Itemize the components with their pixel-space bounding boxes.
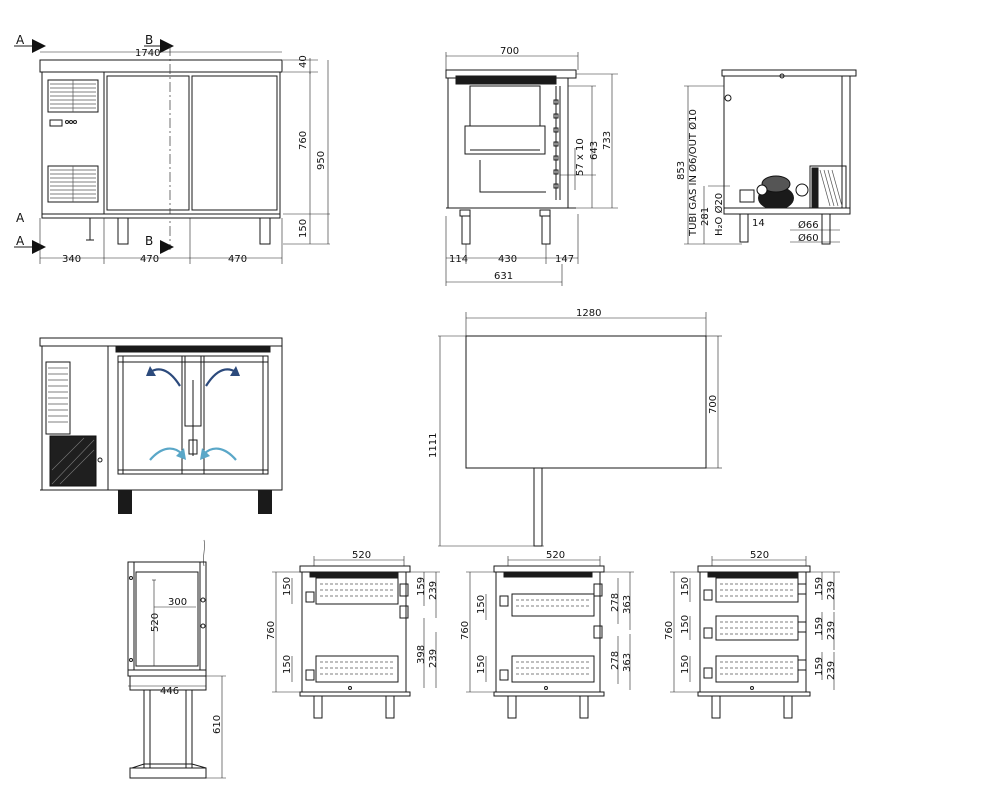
dim-right-4: 239 [826,621,837,640]
dim-left-2: 150 [680,615,691,634]
dim-right-1: 159 [416,577,427,596]
section-marker-a-top: A [14,33,46,53]
dim-total-height: 1111 [428,433,439,458]
gas-pipe-note: TUBI GAS IN Ø6/OUT Ø10 [687,109,699,237]
dim-pan-width: 300 [168,597,187,608]
control-panel [49,119,77,127]
airflow-arrows [146,366,240,461]
dim-top-depth: 700 [708,395,719,414]
front-view: A B [14,33,330,265]
worktop [39,59,283,73]
dim-bottom-2: 470 [140,254,159,265]
dim-right-3: 278 [610,651,621,670]
section-label: A [16,211,25,225]
dim-right-3: 159 [814,617,825,636]
water-pipe-note: H₂O Ø20 [713,193,725,236]
drawer-middle [715,615,799,641]
section-marker-b-bottom: B [145,234,174,254]
dim-body-height: 760 [298,131,309,150]
section-marker-a-bottom: A A [14,211,46,254]
compressor-unit-view: 853 TUBI GAS IN Ø6/OUT Ø10 281 H₂O Ø20 1… [676,69,857,245]
drawer-upper [315,577,399,605]
table-top [465,335,707,469]
dim-total-depth: 631 [494,271,513,282]
side-vent [45,361,71,435]
dim-right-3: 398 [416,645,427,664]
dim-right-2: 239 [826,581,837,600]
leg [118,490,132,514]
dim-outer-height: 733 [602,131,613,150]
dim-left-2: 150 [476,655,487,674]
ventilation-grille-upper [47,79,99,113]
dim-top-thickness: 40 [298,55,309,68]
support-column [533,467,543,547]
compressor [739,175,809,210]
dim-total-width: 1740 [135,48,160,59]
drawer-view-2: 520 760 150 150 278 363 [460,550,634,719]
dim-bottom-3: 470 [228,254,247,265]
dim-right-5: 159 [814,657,825,676]
dim-right-4: 363 [622,653,633,672]
dim-depth-top: 700 [500,46,519,57]
dim-height: 760 [664,621,675,640]
section-label: A [16,234,25,248]
dim-right-2: 239 [428,581,439,600]
interior-airflow-view [39,337,283,514]
dim-height: 760 [460,621,471,640]
dim-left-1: 150 [476,595,487,614]
drawer-view-1: 520 760 150 150 159 239 [266,550,440,719]
drawer-upper [511,593,595,617]
section-label: B [145,234,153,248]
dim-top-width: 520 [546,550,565,561]
dim-bottom-3: 147 [555,254,574,265]
shelf-slot-rail [553,86,561,200]
dim-base-width: 446 [160,686,179,697]
dim-unit-height: 853 [676,161,687,180]
drawer-upper [715,577,799,603]
condenser [809,165,847,213]
dim-right-2: 363 [622,595,633,614]
legs [86,217,271,245]
dim-diameter-1: Ø66 [798,219,819,231]
dim-inner-height: 643 [589,141,600,160]
dim-water-height: 281 [700,207,711,226]
dim-small: 14 [752,218,765,229]
dim-pan-height: 520 [150,613,161,632]
drawer-lower [315,655,399,683]
dim-top-width: 1280 [576,308,601,319]
section-marker-b-top: B [144,33,174,53]
dim-left-3: 150 [680,655,691,674]
section-label: A [16,33,25,47]
dim-shelf-slots: 57 x 10 [575,138,586,176]
dim-total-height: 950 [316,151,327,170]
dim-height: 760 [266,621,277,640]
dim-right-4: 239 [428,649,439,668]
dim-top-width: 520 [352,550,371,561]
drawer-lower [511,655,595,683]
dim-diameter-2: Ø60 [798,232,819,244]
dim-base-height: 610 [212,715,223,734]
section-label: B [145,33,153,47]
dim-left-1: 150 [282,577,293,596]
dim-left-1: 150 [680,577,691,596]
dim-left-2: 150 [282,655,293,674]
cabinet-body [41,71,281,215]
dim-right-6: 239 [826,661,837,680]
top-view: 1280 700 1111 [428,308,722,547]
dim-top-width: 520 [750,550,769,561]
side-section-view: 700 57 x 10 643 733 [445,46,618,286]
leg [258,490,272,514]
dim-bottom-2: 430 [498,254,517,265]
dim-bottom-1: 340 [62,254,81,265]
dim-right-1: 159 [814,577,825,596]
drawer-view-3: 520 760 150 [664,550,840,719]
dim-bottom-1: 114 [449,254,468,265]
pan-pedestal-view: 520 300 446 610 [127,539,226,779]
dim-leg-height: 150 [298,219,309,238]
dim-right-1: 278 [610,593,621,612]
ventilation-grille-lower [47,165,99,203]
drawer-lower [715,655,799,683]
